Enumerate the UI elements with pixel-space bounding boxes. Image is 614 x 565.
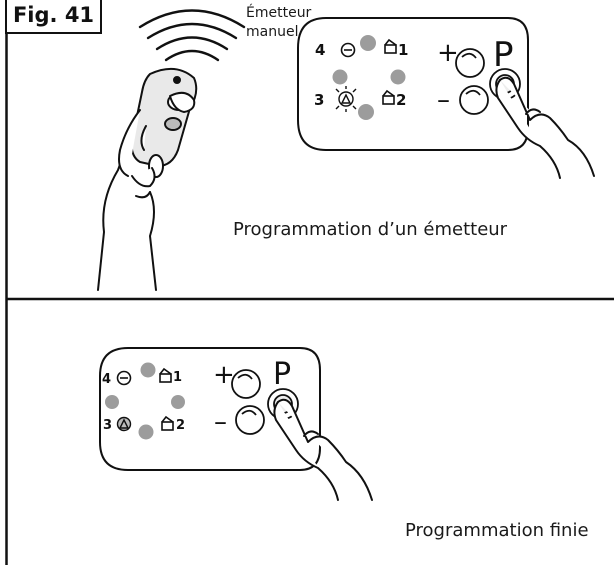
- up-button-icon: [455, 48, 485, 78]
- led-right-2: [171, 395, 185, 409]
- caption-programming-transmitter: Programmation d’un émetteur: [233, 219, 508, 240]
- minus-circle-icon: [116, 370, 132, 386]
- pressing-hand-icon: [495, 76, 595, 179]
- box-icon: [382, 89, 395, 105]
- led-left-2: [105, 395, 119, 409]
- plus-sign: +: [213, 360, 235, 390]
- open-box-icon: [384, 38, 397, 54]
- program-key-label: P: [493, 35, 514, 75]
- led-bottom-2: [138, 424, 154, 440]
- triangle-circle-icon: [116, 416, 132, 432]
- led-top-2: [140, 362, 156, 378]
- led-right: [390, 69, 406, 85]
- up-button-icon: [231, 369, 261, 399]
- open-box-icon: [159, 367, 172, 383]
- channel-3-label: 3: [314, 91, 325, 109]
- channel-4-label: 4: [102, 372, 112, 387]
- program-key-label: P: [273, 357, 292, 392]
- minus-circle-icon: [340, 42, 356, 58]
- plus-sign: +: [437, 38, 459, 68]
- remote-label-line2: manuel: [246, 24, 299, 40]
- pressing-hand-icon: [273, 398, 373, 501]
- caption-programming-finished: Programmation finie: [405, 520, 589, 541]
- minus-sign: –: [437, 85, 450, 115]
- channel-2-label: 2: [176, 418, 186, 433]
- channel-2-label: 2: [396, 91, 407, 109]
- box-icon: [161, 415, 174, 431]
- radio-waves-icon: [138, 9, 246, 62]
- channel-4-label: 4: [315, 41, 326, 59]
- led-left: [332, 69, 348, 85]
- figure-label: Fig. 41: [5, 0, 102, 34]
- led-bottom: [358, 104, 374, 120]
- down-button-icon: [235, 405, 265, 435]
- remote-label-line1: Émetteur: [246, 5, 312, 21]
- minus-sign: –: [214, 407, 227, 437]
- channel-1-label: 1: [398, 41, 409, 59]
- down-button-icon: [459, 85, 489, 115]
- channel-1-label: 1: [173, 370, 183, 385]
- led-top: [360, 35, 376, 51]
- flashing-triangle-icon: [335, 86, 357, 112]
- handheld-remote-icon: [97, 67, 198, 291]
- channel-3-label: 3: [103, 418, 113, 433]
